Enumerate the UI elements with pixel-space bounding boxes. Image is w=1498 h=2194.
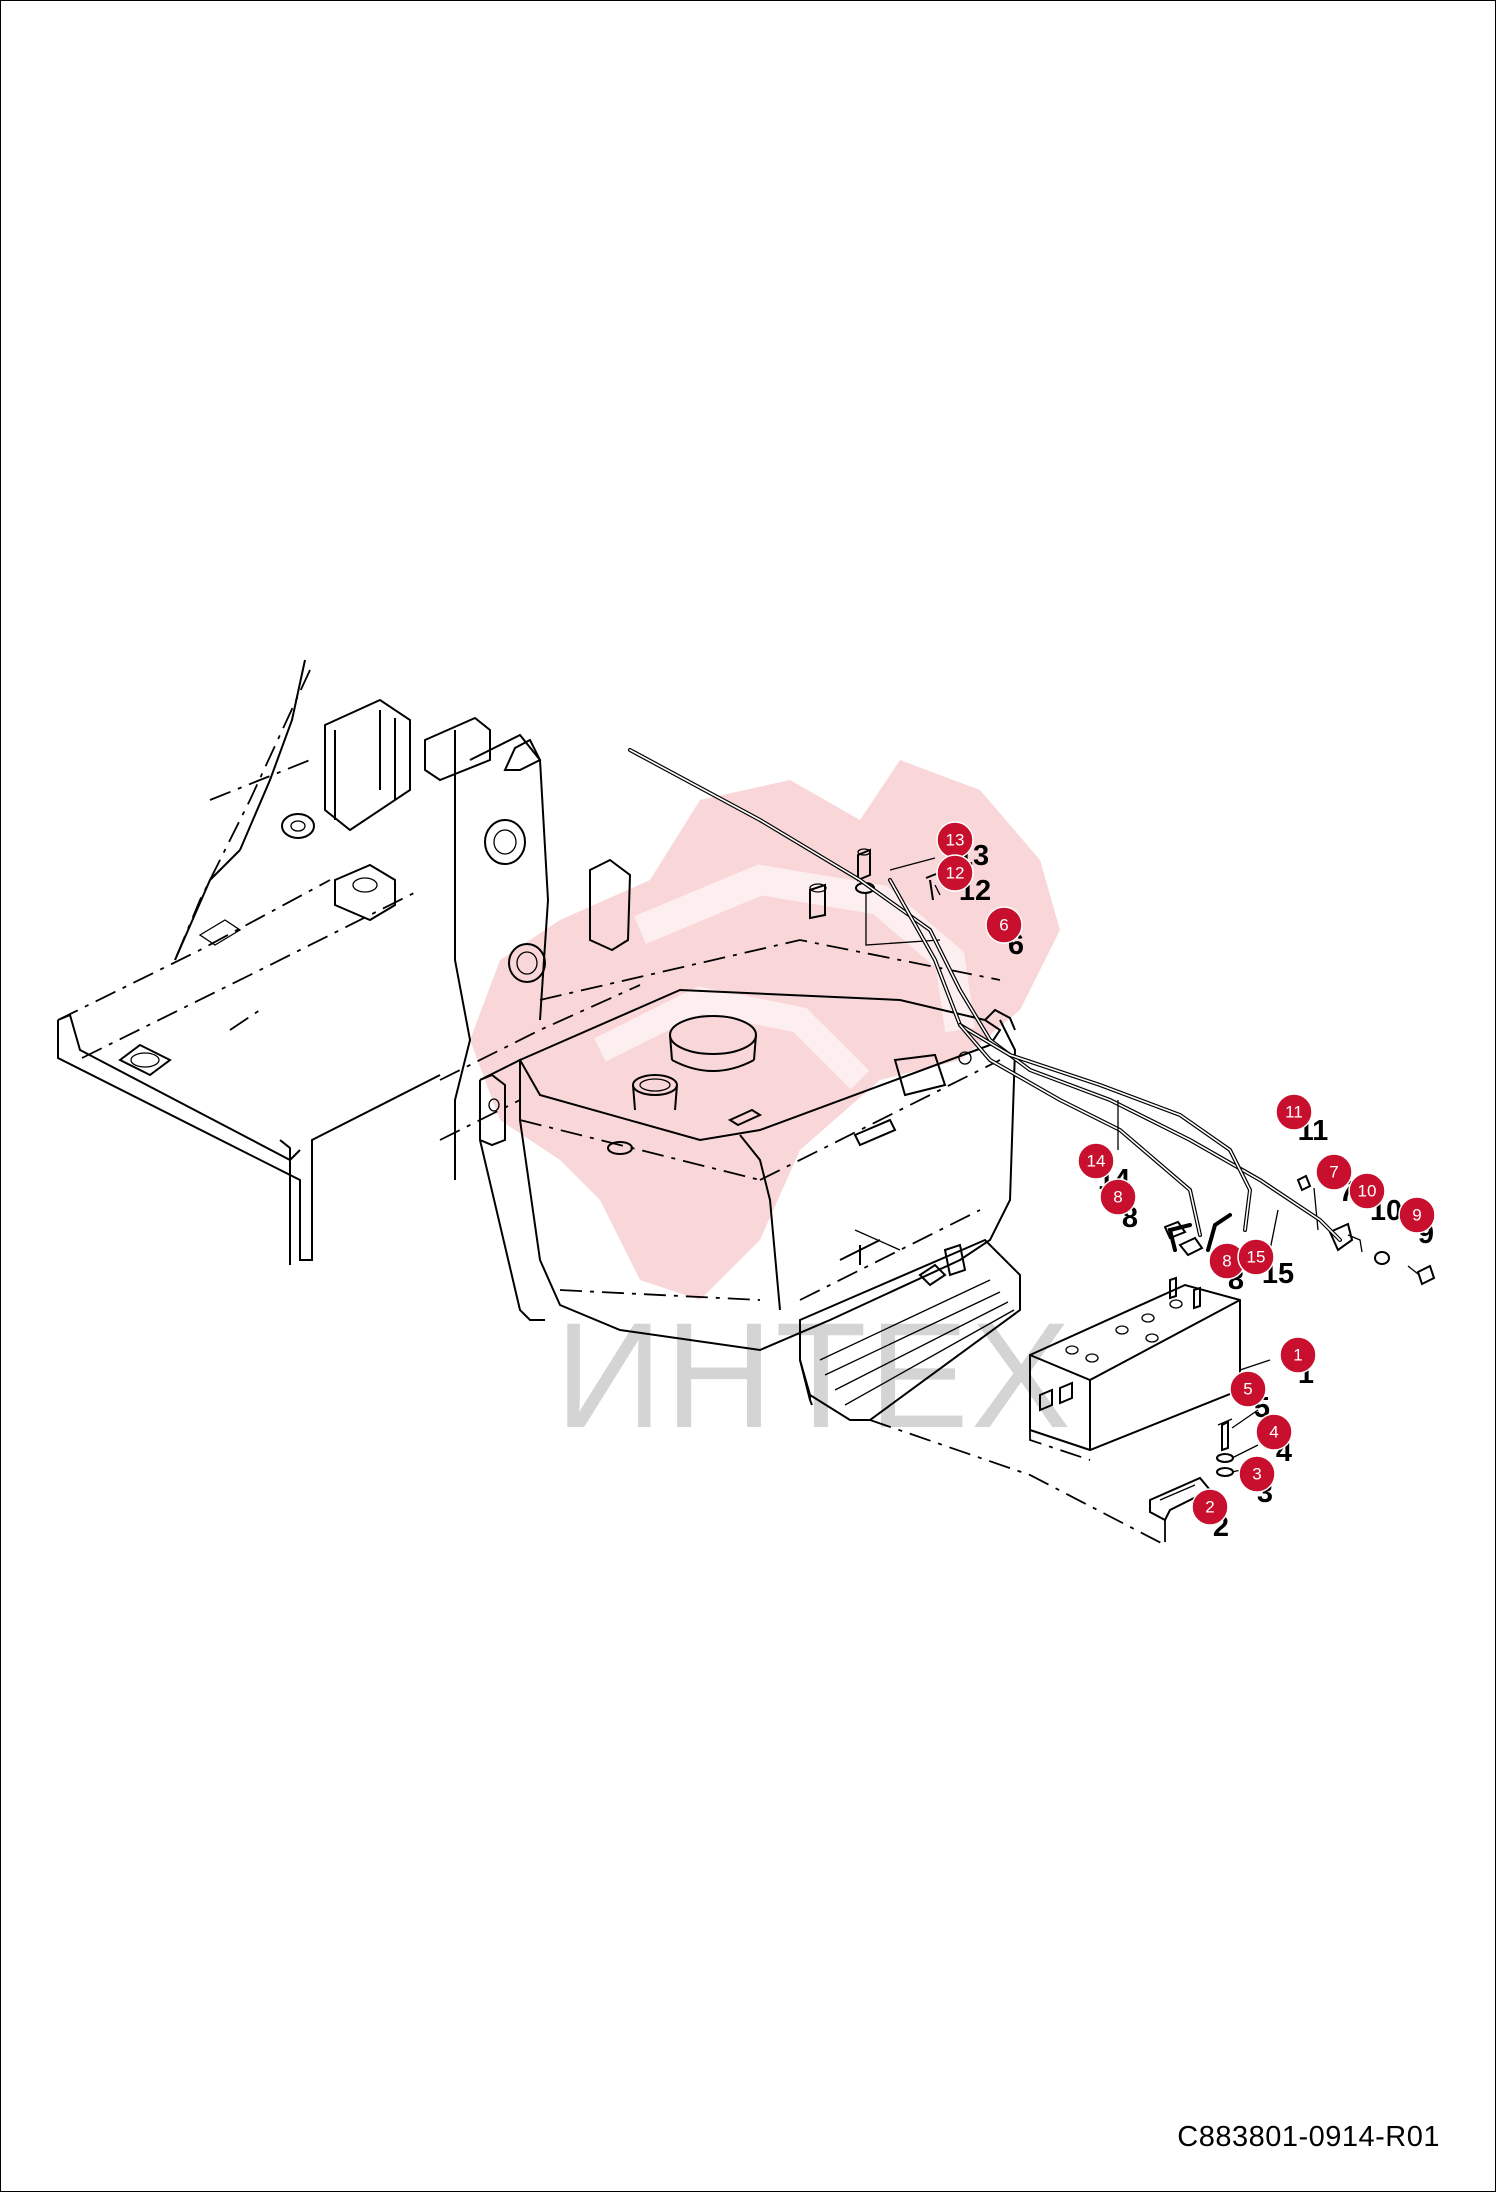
callout-label: 8 (1222, 1252, 1231, 1271)
callout-6[interactable]: 6 (985, 906, 1023, 944)
callout-7[interactable]: 7 (1315, 1153, 1353, 1191)
watermark-logo (470, 760, 1060, 1300)
callout-dot (1077, 1142, 1115, 1180)
callout-dot (1348, 1172, 1386, 1210)
callout-label: 10 (1358, 1182, 1377, 1201)
callout-8a[interactable]: 8 (1099, 1178, 1137, 1216)
callout-11[interactable]: 11 (1275, 1093, 1313, 1131)
callout-label: 15 (1247, 1248, 1266, 1267)
document-code: C883801-0914-R01 (1177, 2121, 1440, 2153)
callout-1[interactable]: 1 (1279, 1336, 1317, 1374)
callout-dot (1237, 1238, 1275, 1276)
callout-label: 12 (946, 864, 965, 883)
callout-10[interactable]: 10 (1348, 1172, 1386, 1210)
callout-dot (1315, 1153, 1353, 1191)
callout-dot (1191, 1488, 1229, 1526)
callout-dot (1279, 1336, 1317, 1374)
callout-dot (1229, 1370, 1267, 1408)
callout-label: 5 (1243, 1380, 1252, 1399)
callout-label: 1 (1293, 1346, 1302, 1365)
callout-5[interactable]: 5 (1229, 1370, 1267, 1408)
callout-9[interactable]: 9 (1398, 1196, 1436, 1234)
callout-dot (985, 906, 1023, 944)
battery-cables (628, 748, 1342, 1252)
callout-dot (1398, 1196, 1436, 1234)
callout-label: 8 (1113, 1188, 1122, 1207)
mounting-hardware (855, 848, 1436, 1286)
machine-frame-left (57, 659, 641, 1265)
callout-dot (1275, 1093, 1313, 1131)
callout-dot (936, 854, 974, 892)
callout-12[interactable]: 12 (936, 854, 974, 892)
callout-label: 13 (946, 831, 965, 850)
callout-13[interactable]: 13 (936, 821, 974, 859)
callout-label: 14 (1087, 1152, 1106, 1171)
step-ladder (799, 1238, 1166, 1546)
callout-label: 6 (999, 916, 1008, 935)
callout-dot (1238, 1455, 1276, 1493)
callout-label: 2 (1205, 1498, 1214, 1517)
watermark-text: ИНТЕХ (555, 1291, 1073, 1459)
battery (1029, 1276, 1241, 1461)
callout-4[interactable]: 4 (1255, 1413, 1293, 1451)
callout-label: 4 (1269, 1423, 1278, 1442)
callout-label: 11 (1285, 1103, 1303, 1122)
callout-14[interactable]: 14 (1077, 1142, 1115, 1180)
callout-2[interactable]: 2 (1191, 1488, 1229, 1526)
fuel-tank (479, 883, 1017, 1352)
callout-15[interactable]: 15 (1237, 1238, 1275, 1276)
callout-3[interactable]: 3 (1238, 1455, 1276, 1493)
callout-label: 9 (1412, 1206, 1421, 1225)
callout-dot (1255, 1413, 1293, 1451)
callout-label: 7 (1329, 1163, 1338, 1182)
callout-dot (1099, 1178, 1137, 1216)
callout-label: 3 (1252, 1465, 1261, 1484)
